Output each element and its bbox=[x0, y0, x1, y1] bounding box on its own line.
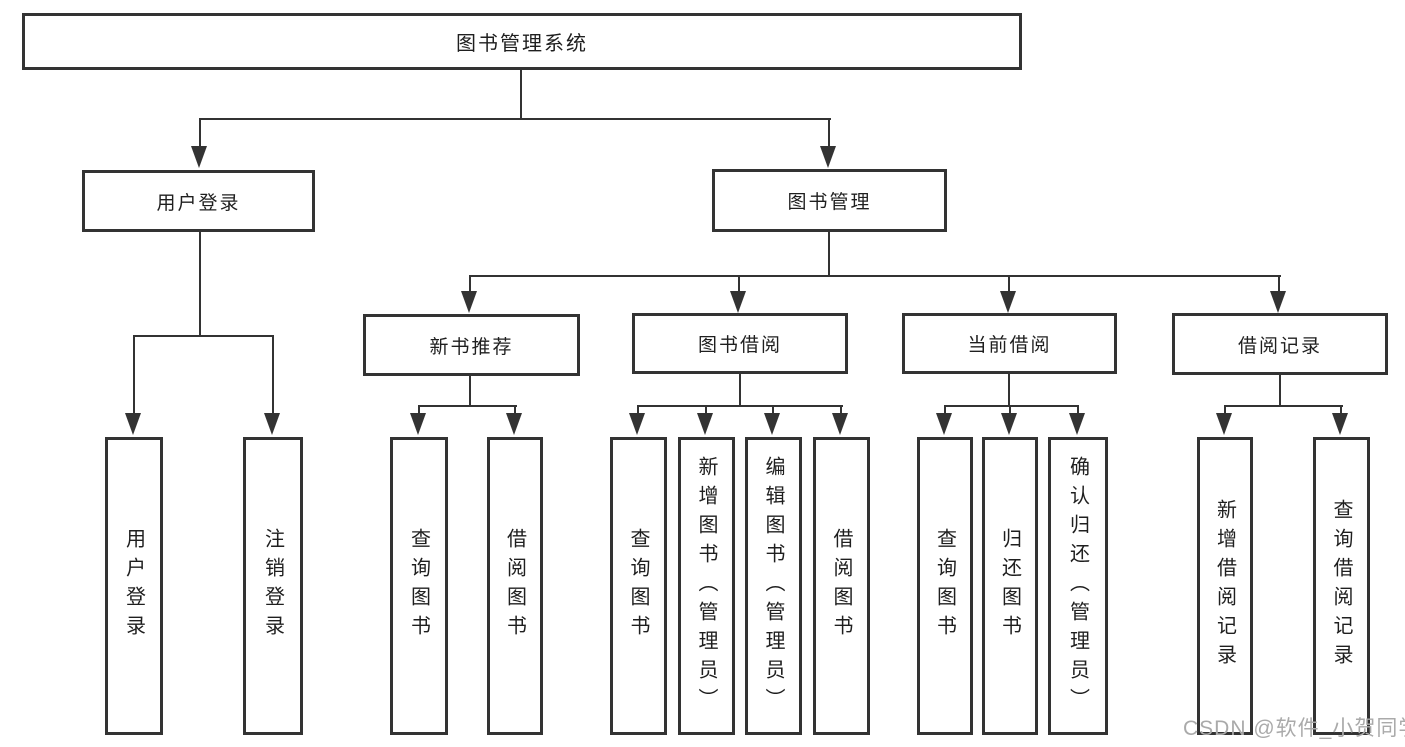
connector-root-stem bbox=[520, 70, 522, 119]
leaf-current-return-label: 归还图书 bbox=[998, 528, 1021, 644]
leaf-user-login-label: 用户登录 bbox=[122, 528, 145, 644]
leaf-borrow-query-label: 查询图书 bbox=[627, 528, 649, 644]
leaf-newbook-query-label: 查询图书 bbox=[407, 528, 430, 644]
connector-current-to-leaf2 bbox=[1009, 405, 1011, 417]
arrow-down-icon bbox=[125, 413, 141, 435]
arrow-down-icon bbox=[1216, 413, 1232, 435]
node-borrow-records-label: 借阅记录 bbox=[1237, 335, 1322, 357]
arrow-down-icon bbox=[506, 413, 522, 435]
connector-mgmt-to-current bbox=[1008, 275, 1010, 293]
connector-borrow-to-leaf2 bbox=[705, 405, 707, 417]
leaf-records-query-label: 查询借阅记录 bbox=[1330, 499, 1352, 673]
connector-login-stem bbox=[199, 232, 201, 336]
leaf-borrow-add: 新增图书（管理员） bbox=[678, 437, 735, 735]
node-book-management-label: 图书管理 bbox=[787, 192, 872, 213]
connector-current-to-leaf1 bbox=[944, 405, 946, 417]
connector-root-to-mgmt bbox=[828, 118, 830, 150]
connector-login-to-leaf2 bbox=[272, 335, 274, 417]
connector-mgmt-stem bbox=[828, 232, 830, 276]
node-root: 图书管理系统 bbox=[22, 13, 1022, 70]
connector-mgmt-to-newbook bbox=[469, 275, 471, 293]
leaf-current-confirm-return: 确认归还（管理员） bbox=[1048, 437, 1108, 735]
arrow-down-icon bbox=[1270, 291, 1286, 313]
connector-current-to-leaf3 bbox=[1077, 405, 1079, 417]
leaf-current-query-label: 查询图书 bbox=[933, 528, 956, 644]
node-user-login-label: 用户登录 bbox=[156, 192, 241, 214]
node-current-borrow: 当前借阅 bbox=[902, 313, 1117, 374]
leaf-borrow-add-label: 新增图书（管理员） bbox=[695, 455, 717, 717]
arrow-down-icon bbox=[191, 146, 207, 168]
connector-login-to-leaf1 bbox=[133, 335, 135, 417]
connector-mgmt-to-borrow bbox=[738, 275, 740, 293]
connector-newbook-to-leaf2 bbox=[514, 405, 516, 417]
leaf-current-confirm-return-label: 确认归还（管理员） bbox=[1066, 455, 1089, 717]
arrow-down-icon bbox=[697, 413, 713, 435]
arrow-down-icon bbox=[629, 413, 645, 435]
leaf-logout-label: 注销登录 bbox=[261, 528, 284, 644]
connector-newbook-bar bbox=[418, 405, 517, 407]
arrow-down-icon bbox=[764, 413, 780, 435]
connector-newbook-stem bbox=[469, 376, 471, 406]
node-root-label: 图书管理系统 bbox=[456, 33, 588, 55]
connector-borrow-to-leaf1 bbox=[637, 405, 639, 417]
connector-root-bar bbox=[199, 118, 831, 120]
connector-root-to-login bbox=[199, 118, 201, 150]
leaf-logout: 注销登录 bbox=[243, 437, 303, 735]
leaf-current-query: 查询图书 bbox=[917, 437, 973, 735]
arrow-down-icon bbox=[1001, 413, 1017, 435]
connector-mgmt-bar bbox=[470, 275, 1281, 277]
connector-records-to-leaf1 bbox=[1224, 405, 1226, 417]
arrow-down-icon bbox=[1000, 291, 1016, 313]
connector-records-to-leaf2 bbox=[1340, 405, 1342, 417]
node-book-borrow: 图书借阅 bbox=[632, 313, 848, 374]
arrow-down-icon bbox=[410, 413, 426, 435]
leaf-newbook-borrow-label: 借阅图书 bbox=[503, 528, 526, 644]
connector-borrow-to-leaf3 bbox=[772, 405, 774, 417]
connector-borrow-bar bbox=[638, 405, 843, 407]
arrow-down-icon bbox=[1332, 413, 1348, 435]
leaf-current-return: 归还图书 bbox=[982, 437, 1038, 735]
connector-current-stem bbox=[1008, 374, 1010, 406]
connector-current-bar bbox=[944, 405, 1079, 407]
connector-records-stem bbox=[1279, 375, 1281, 406]
arrow-down-icon bbox=[461, 291, 477, 313]
node-current-borrow-label: 当前借阅 bbox=[967, 335, 1052, 356]
connector-newbook-to-leaf1 bbox=[418, 405, 420, 417]
arrow-down-icon bbox=[730, 291, 746, 313]
leaf-newbook-query: 查询图书 bbox=[390, 437, 448, 735]
node-book-management: 图书管理 bbox=[712, 169, 947, 232]
connector-mgmt-to-records bbox=[1278, 275, 1280, 293]
leaf-records-query: 查询借阅记录 bbox=[1313, 437, 1370, 735]
leaf-newbook-borrow: 借阅图书 bbox=[487, 437, 543, 735]
leaf-user-login: 用户登录 bbox=[105, 437, 163, 735]
leaf-borrow-edit-label: 编辑图书（管理员） bbox=[762, 455, 784, 717]
leaf-borrow-book: 借阅图书 bbox=[813, 437, 870, 735]
arrow-down-icon bbox=[936, 413, 952, 435]
node-user-login: 用户登录 bbox=[82, 170, 315, 232]
arrow-down-icon bbox=[1069, 413, 1085, 435]
node-borrow-records: 借阅记录 bbox=[1172, 313, 1388, 375]
node-new-book-recommend: 新书推荐 bbox=[363, 314, 580, 376]
leaf-borrow-book-label: 借阅图书 bbox=[830, 528, 852, 644]
node-new-book-recommend-label: 新书推荐 bbox=[429, 336, 514, 358]
leaf-records-add: 新增借阅记录 bbox=[1197, 437, 1253, 735]
connector-records-bar bbox=[1224, 405, 1343, 407]
node-book-borrow-label: 图书借阅 bbox=[697, 335, 782, 356]
leaf-borrow-edit: 编辑图书（管理员） bbox=[745, 437, 802, 735]
arrow-down-icon bbox=[832, 413, 848, 435]
connector-borrow-to-leaf4 bbox=[840, 405, 842, 417]
leaf-borrow-query: 查询图书 bbox=[610, 437, 667, 735]
connector-borrow-stem bbox=[739, 374, 741, 406]
arrow-down-icon bbox=[264, 413, 280, 435]
leaf-records-add-label: 新增借阅记录 bbox=[1213, 499, 1236, 673]
connector-login-bar bbox=[133, 335, 274, 337]
arrow-down-icon bbox=[820, 146, 836, 168]
csdn-watermark: CSDN @软件_小贺同学 bbox=[1183, 717, 1405, 740]
